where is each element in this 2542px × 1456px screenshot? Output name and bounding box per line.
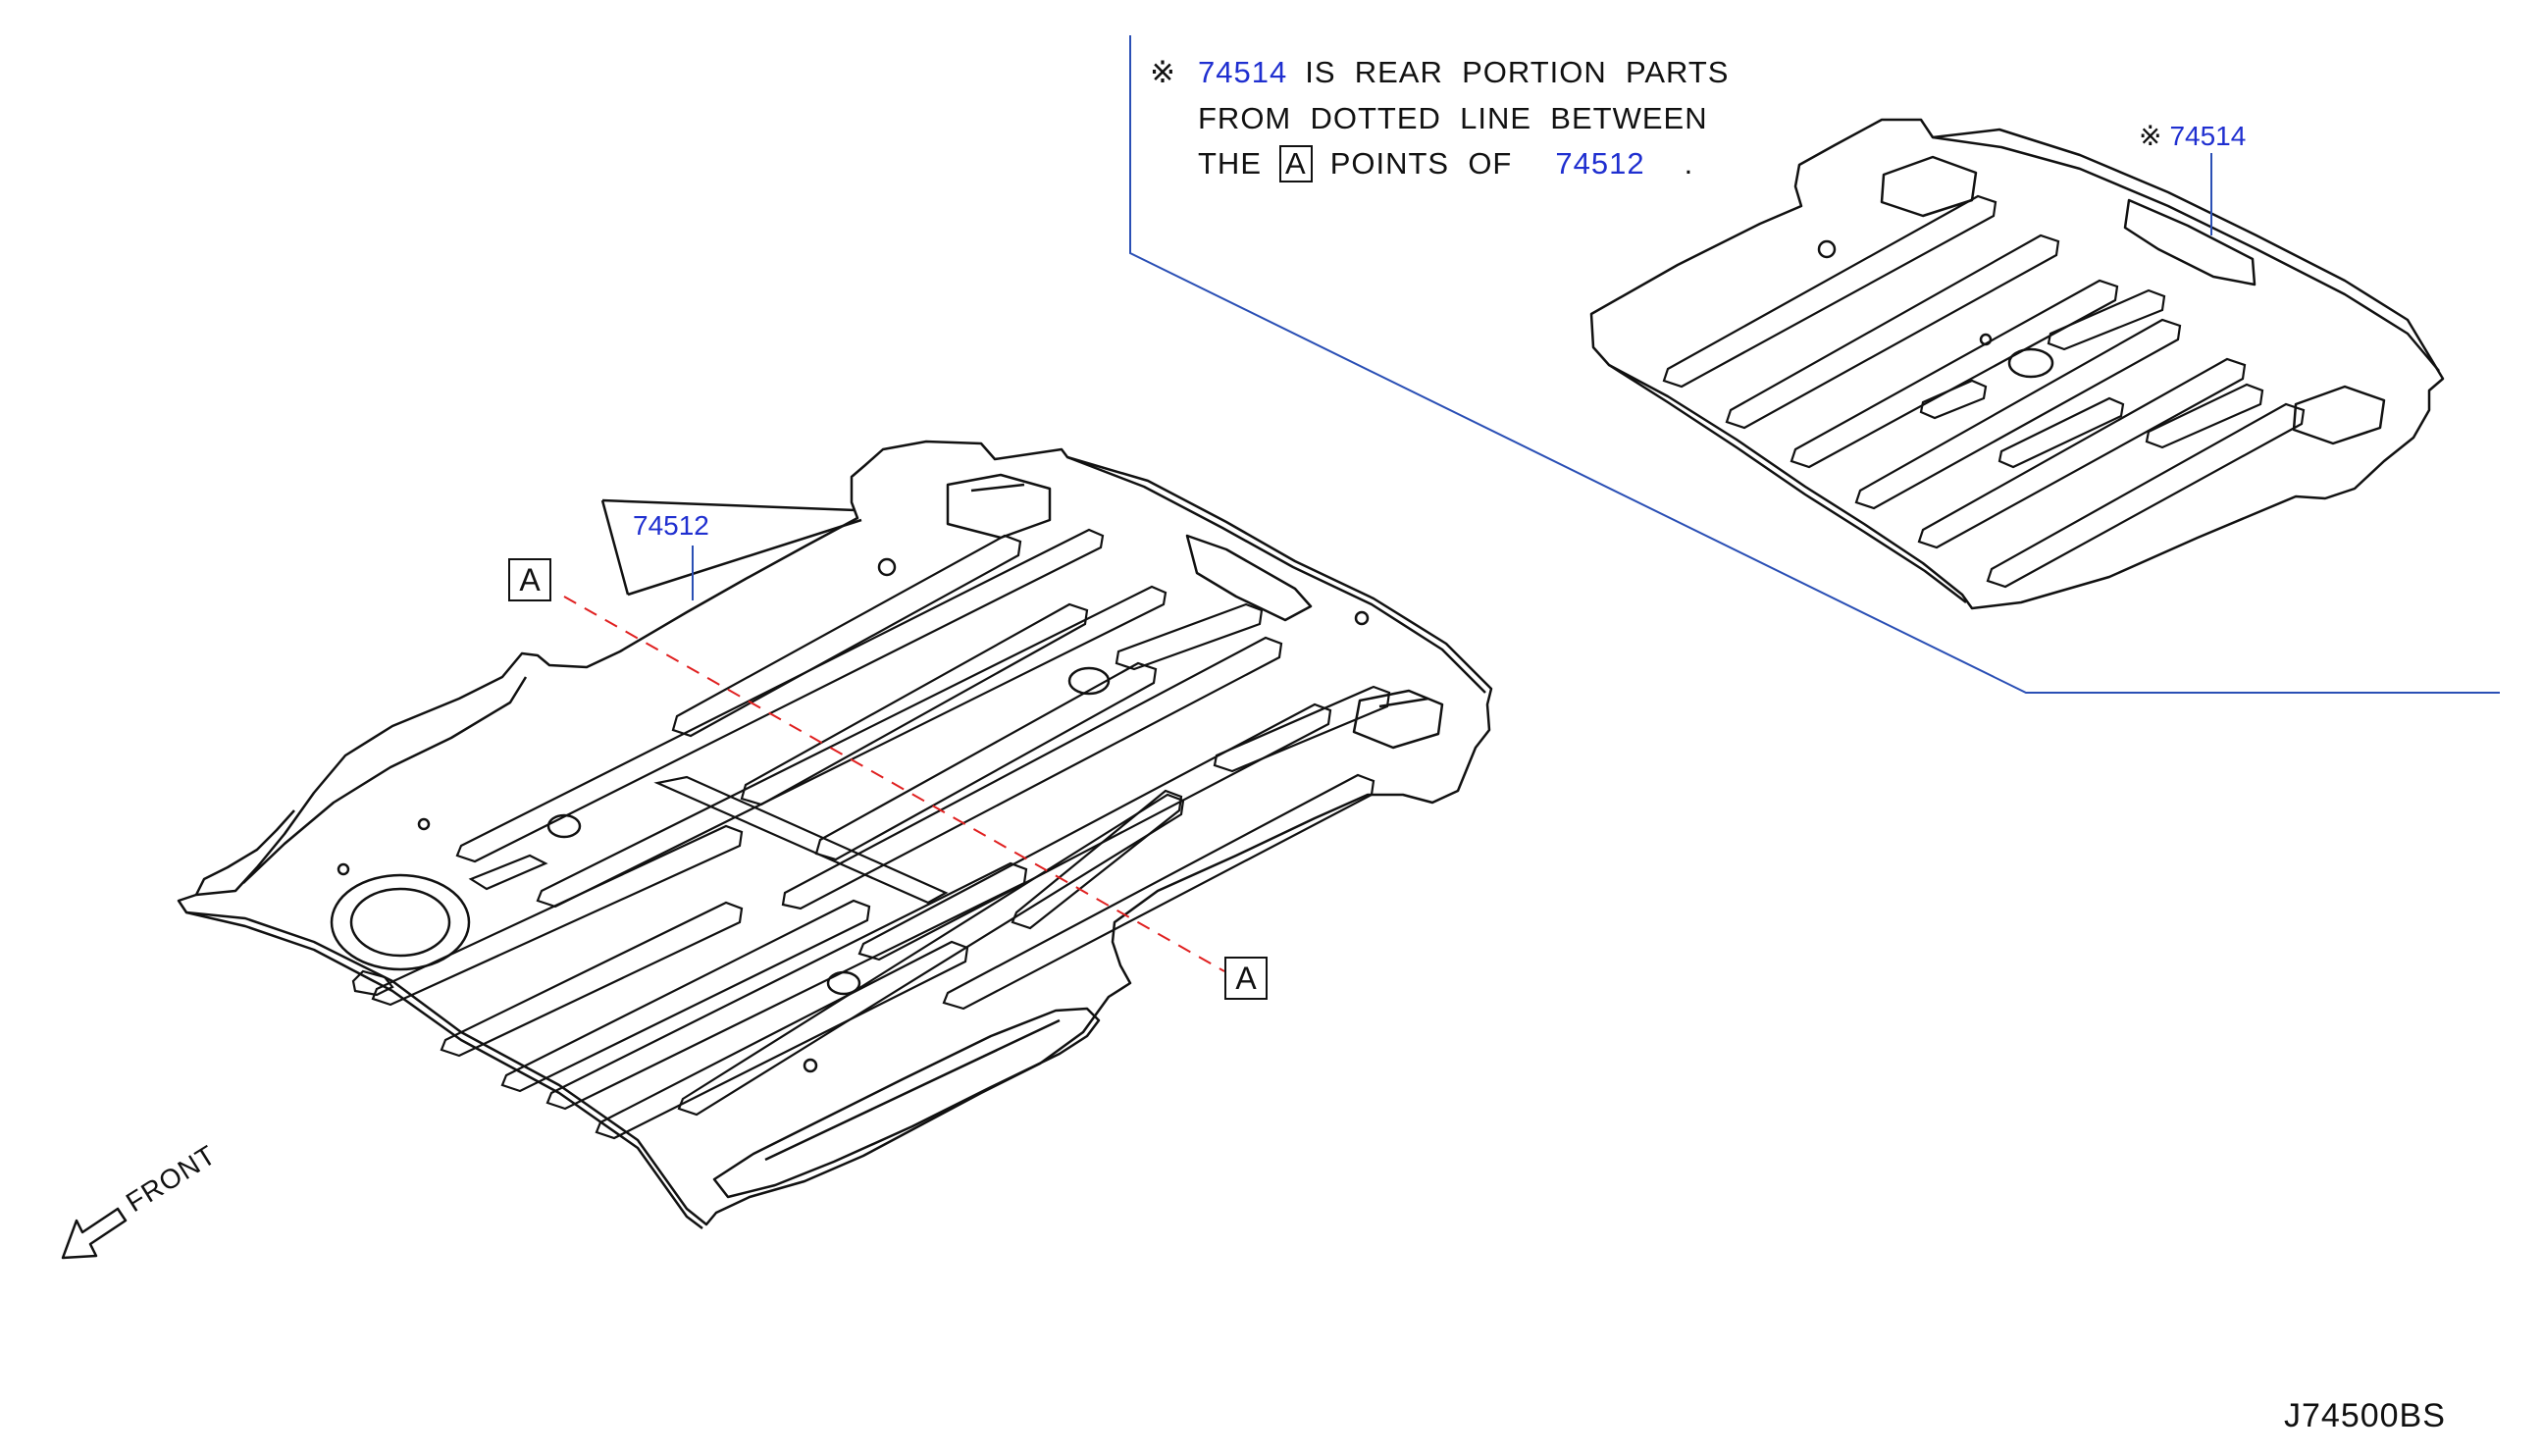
small-well-1 [1067, 666, 1111, 696]
rear-panel-hole-1 [1817, 239, 1837, 259]
rear-panel-front-edge [1608, 363, 1967, 603]
illustration-code: J74500BS [2284, 1397, 2446, 1434]
note-ref-74514[interactable]: 74514 [1197, 55, 1288, 89]
floor-panel-ribs [351, 528, 1391, 1140]
note-line-3: THE A POINTS OF 74512. [1198, 145, 1693, 182]
front-arrow-icon [61, 1207, 128, 1260]
note-line3-mid: POINTS OF [1329, 146, 1513, 181]
callout-74512[interactable]: 74512 [633, 510, 709, 541]
note-line3-pre: THE [1198, 146, 1262, 181]
note-line2-text: FROM DOTTED LINE BETWEEN [1198, 101, 1708, 135]
spare-wheel-well-outer [330, 873, 471, 971]
note-leader-frame [1129, 35, 2500, 694]
rear-panel-74514 [1589, 118, 2445, 610]
floor-panel-74512 [177, 440, 1493, 1229]
note-box-a: A [1279, 145, 1313, 182]
callout-74514: ※74514 [2139, 120, 2246, 152]
front-edge-detail [242, 676, 528, 884]
note-mark: ※ [1150, 55, 1176, 89]
left-sill-detail [194, 809, 295, 896]
section-line-a-a [563, 596, 1225, 972]
rear-panel-outline [1589, 118, 2445, 610]
note-ref-74512[interactable]: 74512 [1555, 146, 1645, 181]
rear-panel-center-bracket [2123, 198, 2257, 286]
rear-panel-ribs [1662, 194, 2306, 589]
note-line3-end: . [1684, 146, 1694, 181]
hole-4 [417, 817, 431, 831]
rear-panel-bracket-1 [1880, 155, 1978, 218]
note-line-2: FROM DOTTED LINE BETWEEN [1198, 101, 1708, 136]
callout-74514-ref[interactable]: 74514 [2169, 121, 2247, 151]
spare-wheel-well-inner [349, 887, 451, 958]
rear-panel-well [2007, 347, 2054, 379]
rear-bracket-right [1352, 689, 1444, 750]
rear-bracket-left [946, 473, 1052, 540]
callout-74514-mark: ※ [2139, 121, 2162, 151]
hole-5 [337, 862, 350, 876]
hole-2 [1354, 610, 1370, 626]
rear-panel-bracket-2 [2292, 385, 2386, 445]
section-marker-a-start: A [508, 558, 551, 601]
note-line-1: ※ 74514 IS REAR PORTION PARTS [1150, 55, 1729, 90]
rear-center-bracket [1185, 534, 1313, 622]
note-line1-text: IS REAR PORTION PARTS [1305, 55, 1730, 89]
section-marker-a-end: A [1224, 957, 1268, 1000]
small-well-2 [546, 813, 582, 839]
left-rail [600, 498, 862, 597]
right-rail [712, 1007, 1101, 1199]
right-rail-inner [764, 1018, 1061, 1162]
hole-1 [877, 557, 897, 577]
hole-3 [803, 1058, 818, 1073]
rear-lip [1066, 455, 1486, 694]
floor-panel-outline [177, 440, 1493, 1226]
front-lip [185, 910, 703, 1229]
